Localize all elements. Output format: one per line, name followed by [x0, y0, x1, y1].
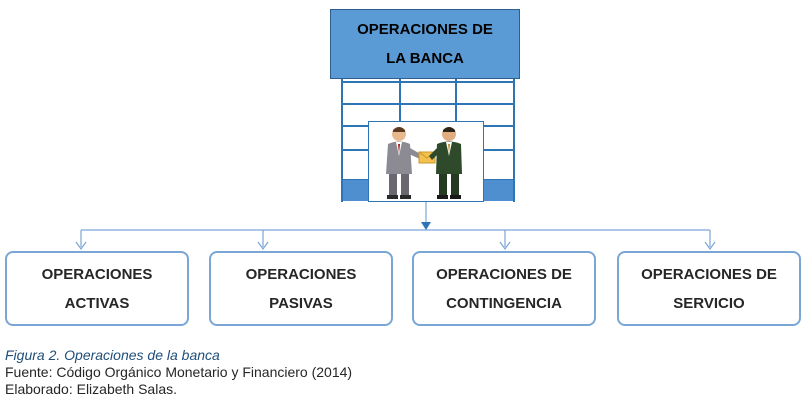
- box-label-line-1: OPERACIONES: [245, 265, 357, 283]
- diagram-title-box: OPERACIONES DE LA BANCA: [330, 9, 520, 79]
- box-operaciones-pasivas: OPERACIONES PASIVAS: [209, 251, 393, 326]
- figure-author: Elaborado: Elizabeth Salas.: [5, 381, 177, 397]
- box-label-line-1: OPERACIONES DE: [641, 265, 777, 283]
- connector-arrow-head: [421, 222, 431, 230]
- title-line-2: LA BANCA: [386, 50, 464, 67]
- title-line-1: OPERACIONES DE: [357, 21, 493, 38]
- connector-lines: [75, 202, 716, 251]
- box-operaciones-contingencia: OPERACIONES DE CONTINGENCIA: [412, 251, 596, 326]
- box-label-line-1: OPERACIONES DE: [436, 265, 572, 283]
- figure-title: Figura 2. Operaciones de la banca: [5, 347, 220, 363]
- box-operaciones-activas: OPERACIONES ACTIVAS: [5, 251, 189, 326]
- box-operaciones-servicio: OPERACIONES DE SERVICIO: [617, 251, 801, 326]
- box-label-line-2: SERVICIO: [673, 294, 745, 312]
- businessmen-handshake-icon: [368, 121, 484, 202]
- figure-caption: Figura 2. Operaciones de la banca Fuente…: [5, 347, 352, 398]
- box-label-line-1: OPERACIONES: [41, 265, 153, 283]
- box-label-line-2: PASIVAS: [269, 294, 333, 312]
- grid-line: [343, 103, 513, 105]
- grid-line: [343, 81, 513, 83]
- box-label-line-2: CONTINGENCIA: [446, 294, 562, 312]
- figure-source: Fuente: Código Orgánico Monetario y Fina…: [5, 364, 353, 380]
- box-label-line-2: ACTIVAS: [64, 294, 130, 312]
